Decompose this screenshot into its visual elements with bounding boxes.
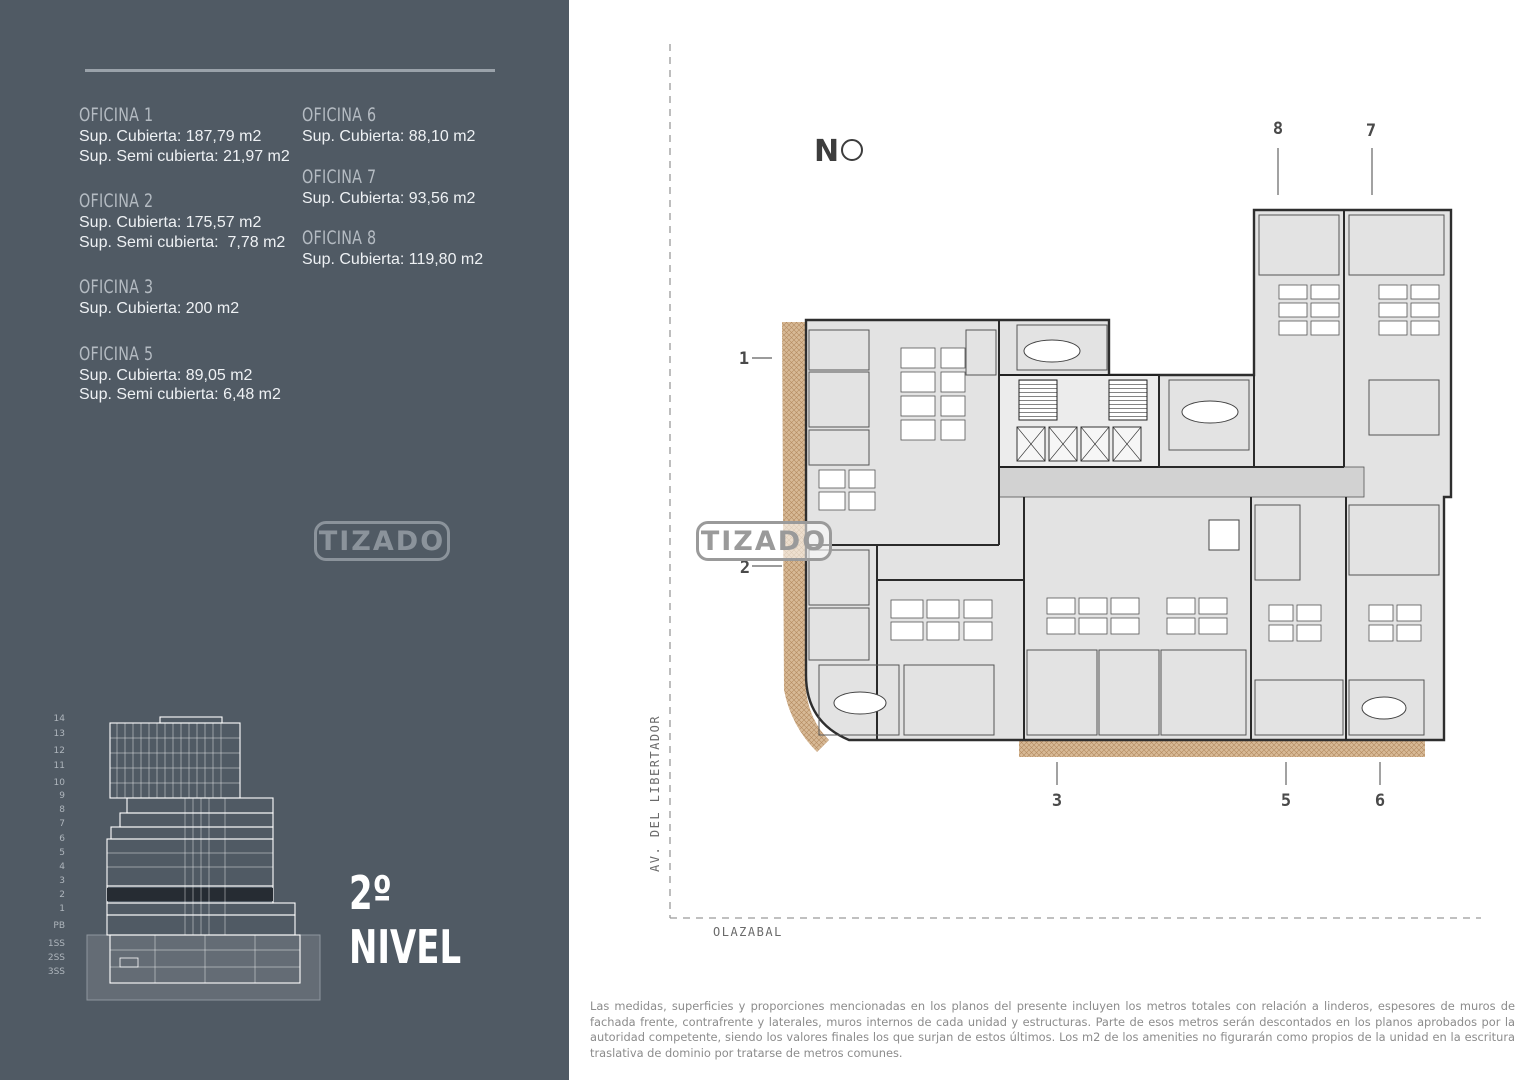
office-block: OFICINA 8 Sup. Cubierta: 119,80 m2: [302, 227, 483, 270]
street-olazabal: OLAZABAL: [713, 925, 783, 939]
floor-label: 10: [54, 778, 66, 788]
office-area: Sup. Cubierta: 93,56 m2: [302, 189, 476, 207]
floor-label: 11: [54, 761, 65, 771]
top-divider: [85, 69, 495, 72]
office-area: Sup. Cubierta: 88,10 m2: [302, 128, 476, 145]
office-name: OFICINA 2: [79, 191, 154, 212]
floor-label: 8: [59, 805, 65, 815]
office-area: Sup. Cubierta: 187,79 m2: [79, 128, 262, 145]
floor-label: 3SS: [48, 967, 65, 977]
floor-label: 2SS: [48, 953, 65, 963]
office-block: OFICINA 2 Sup. Cubierta: 175,57 m2 Sup. …: [79, 190, 290, 252]
north-label: N: [814, 134, 839, 169]
office-area: Sup. Semi cubierta: 6,48 m2: [79, 386, 281, 403]
office-area: Sup. Semi cubierta: 7,78 m2: [79, 233, 286, 251]
office-list-column-2: OFICINA 6 Sup. Cubierta: 88,10 m2 OFICIN…: [302, 104, 483, 289]
office-block: OFICINA 3 Sup. Cubierta: 200 m2: [79, 276, 290, 319]
meeting-table: [1208, 519, 1240, 551]
unit-marker: 3: [1052, 791, 1062, 811]
unit-marker: 5: [1281, 791, 1291, 811]
office-name: OFICINA 3: [79, 277, 154, 298]
corridor: [998, 466, 1365, 498]
stair: [1108, 379, 1148, 421]
office-block: OFICINA 1 Sup. Cubierta: 187,79 m2 Sup. …: [79, 104, 290, 166]
terrace-south: [1019, 740, 1425, 757]
unit-marker: 8: [1273, 119, 1283, 139]
unit-marker: 6: [1375, 791, 1385, 811]
street-libertador: AV. DEL LIBERTADOR: [648, 715, 662, 872]
floor-label: 13: [54, 729, 65, 739]
building-elevation: 14 13 12 11 10 9 8 7 6 5 4 3 2 1 PB 1SS …: [48, 714, 321, 1001]
floor-number-labels: 14 13 12 11 10 9 8 7 6 5 4 3 2 1 PB 1SS …: [48, 714, 65, 977]
unit-marker: 2: [740, 558, 750, 578]
disclaimer-text: Las medidas, superficies y proporciones …: [590, 999, 1515, 1060]
office-name: OFICINA 6: [302, 105, 377, 126]
watermark-logo: TIZADO: [696, 521, 832, 561]
meeting-table: [833, 691, 887, 715]
floor-label: 6: [59, 834, 65, 844]
office-name: OFICINA 7: [302, 166, 377, 188]
watermark-logo: TIZADO: [314, 521, 450, 561]
office-name: OFICINA 8: [302, 228, 377, 249]
stair: [1018, 379, 1058, 421]
office-area: Sup. Cubierta: 175,57 m2: [79, 214, 262, 231]
office-area: Sup. Cubierta: 119,80 m2: [302, 251, 484, 268]
unit-marker: 7: [1366, 121, 1376, 141]
floor-label: 2: [59, 890, 65, 900]
office-block: OFICINA 6 Sup. Cubierta: 88,10 m2: [302, 104, 483, 147]
floor-label: 4: [59, 862, 65, 872]
info-panel: OFICINA 1 Sup. Cubierta: 187,79 m2 Sup. …: [0, 0, 569, 1080]
office-area: Sup. Semi cubierta: 21,97 m2: [79, 147, 290, 165]
floor-label: 1SS: [48, 939, 65, 949]
meeting-table: [1361, 696, 1407, 720]
level-number: 2º: [349, 866, 392, 920]
level-title: 2º NIVEL: [349, 866, 486, 974]
office-area: Sup. Cubierta: 200 m2: [79, 300, 240, 317]
compass-icon: [841, 139, 863, 161]
level-word: NIVEL: [349, 920, 462, 974]
floor-label: 3: [59, 876, 65, 886]
floor-label: 1: [59, 904, 65, 914]
office-list-column-1: OFICINA 1 Sup. Cubierta: 187,79 m2 Sup. …: [79, 104, 290, 429]
floor-label: 5: [59, 848, 65, 858]
floor-plan: 1 2 3 5 6 7 8 N AV. DEL LIBERTADOR OLAZA…: [648, 44, 1481, 939]
floor-label: 7: [59, 819, 65, 829]
office-area: Sup. Cubierta: 89,05 m2: [79, 366, 253, 384]
office-block: OFICINA 5 Sup. Cubierta: 89,05 m2 Sup. S…: [79, 343, 290, 405]
office-name: OFICINA 5: [79, 343, 154, 365]
floor-label: 9: [59, 791, 65, 801]
meeting-table: [1023, 339, 1081, 363]
office-block: OFICINA 7 Sup. Cubierta: 93,56 m2: [302, 166, 483, 209]
floor-label: 14: [54, 714, 66, 724]
office-name: OFICINA 1: [79, 105, 154, 126]
floor-label: PB: [53, 921, 65, 931]
unit-marker: 1: [739, 349, 749, 369]
floor-label: 12: [54, 746, 65, 756]
meeting-table: [1181, 400, 1239, 424]
